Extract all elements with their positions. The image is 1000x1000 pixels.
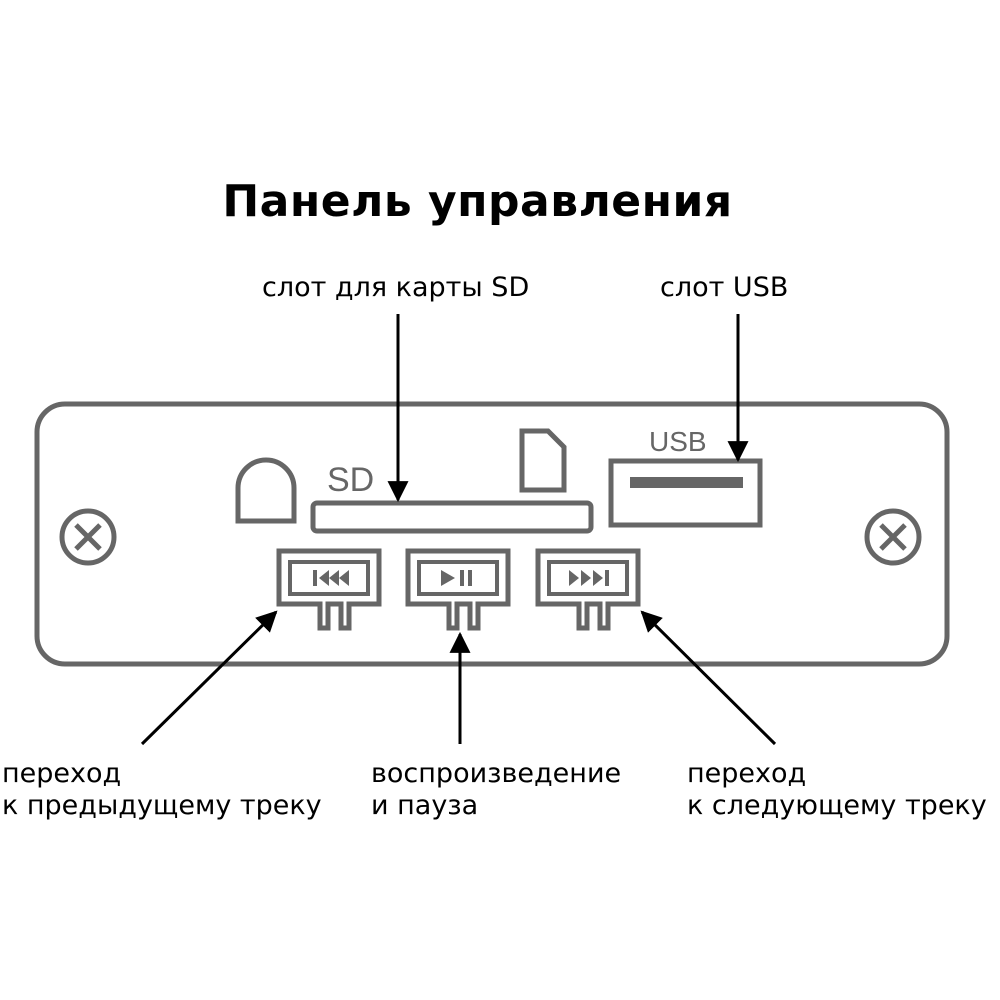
label-play-line2: и пауза — [371, 790, 479, 821]
previous-track-icon — [313, 570, 349, 586]
label-usb-slot: слот USB — [660, 272, 789, 303]
screw-icon-right — [864, 508, 922, 566]
label-next-line2: к следующему треку — [687, 790, 987, 821]
label-sd-slot: слот для карты SD — [262, 272, 530, 303]
label-play-line1: воспроизведение — [371, 758, 622, 789]
label-play-pause: воспроизведение и пауза — [371, 758, 621, 822]
label-next-line1: переход — [687, 758, 807, 789]
sd-card-icon — [519, 428, 567, 493]
label-prev-line2: к предыдущему треку — [2, 790, 322, 821]
arrow-next — [640, 610, 777, 746]
usb-marking: USB — [649, 426, 707, 457]
sd-marking: SD — [327, 461, 374, 499]
next-track-icon — [569, 570, 609, 586]
usb-slot[interactable] — [608, 458, 763, 528]
sd-slot[interactable] — [310, 500, 594, 534]
arrow-prev — [140, 610, 278, 746]
prev-track-button[interactable] — [276, 548, 382, 631]
play-pause-button[interactable] — [405, 548, 511, 631]
screw-icon-left — [59, 508, 117, 566]
next-track-button[interactable] — [535, 548, 641, 631]
label-next-track: переход к следующему треку — [687, 758, 987, 822]
label-prev-line1: переход — [2, 758, 122, 789]
panel-frame — [34, 401, 950, 667]
page-title: Панель управления — [222, 176, 733, 227]
usb-slot-tongue — [630, 477, 743, 488]
arch-window — [235, 457, 297, 524]
label-prev-track: переход к предыдущему треку — [2, 758, 322, 822]
play-pause-icon — [441, 570, 472, 586]
